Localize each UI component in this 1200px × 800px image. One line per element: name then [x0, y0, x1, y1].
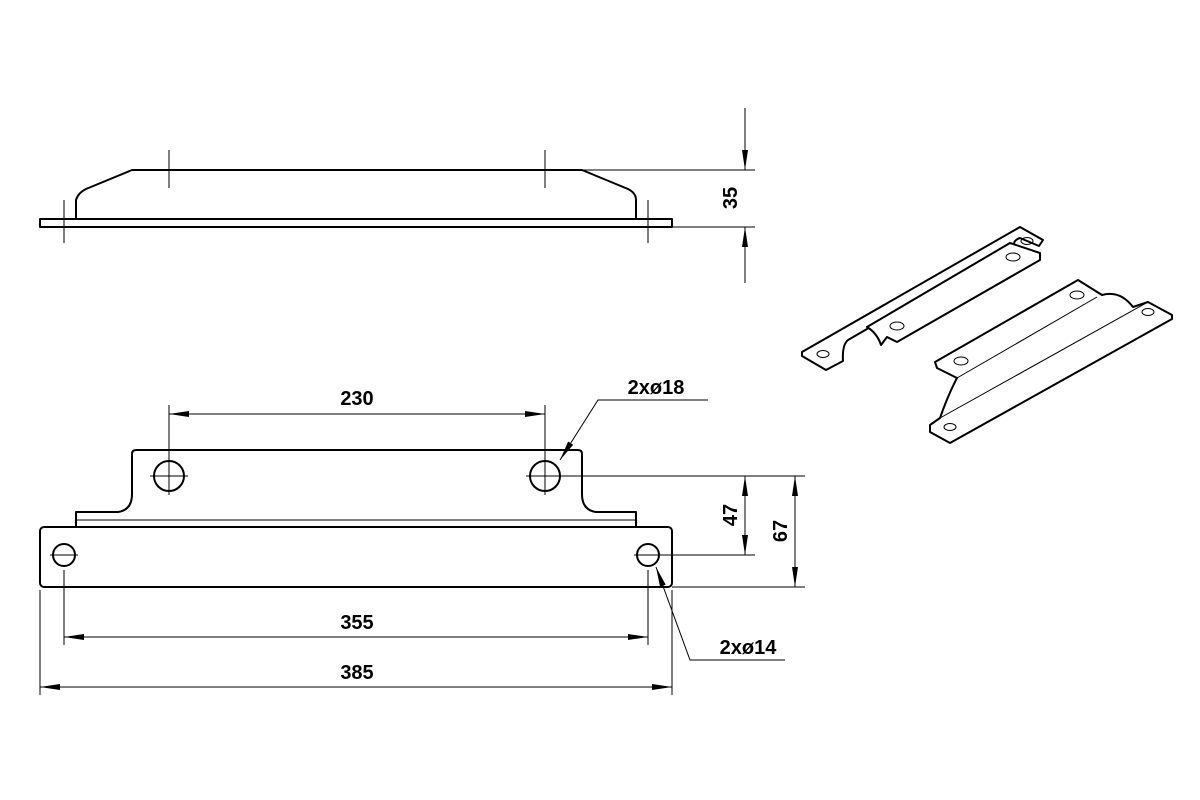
- side-base-plate: [39, 218, 673, 228]
- dimension-355: 355: [340, 612, 373, 634]
- lower-plate: [39, 526, 673, 588]
- front-view: 230 2xø18 47 67 355 385 2xø14: [39, 377, 805, 695]
- side-view: 35: [39, 108, 755, 283]
- iso-bracket-right: [929, 279, 1173, 444]
- isometric-view: [801, 226, 1173, 444]
- dimension-230: 230: [340, 388, 373, 410]
- dimension-35: 35: [720, 187, 742, 209]
- iso-bracket-left: [801, 226, 1044, 371]
- side-raised-profile: [75, 169, 637, 219]
- dimension-2x-dia-14: 2xø14: [720, 637, 778, 659]
- dimension-2x-dia-18: 2xø18: [628, 377, 685, 399]
- dimension-385: 385: [340, 662, 373, 684]
- upper-raised-plate: [75, 449, 637, 527]
- dimension-47: 47: [720, 504, 742, 526]
- dimension-67: 67: [770, 520, 792, 542]
